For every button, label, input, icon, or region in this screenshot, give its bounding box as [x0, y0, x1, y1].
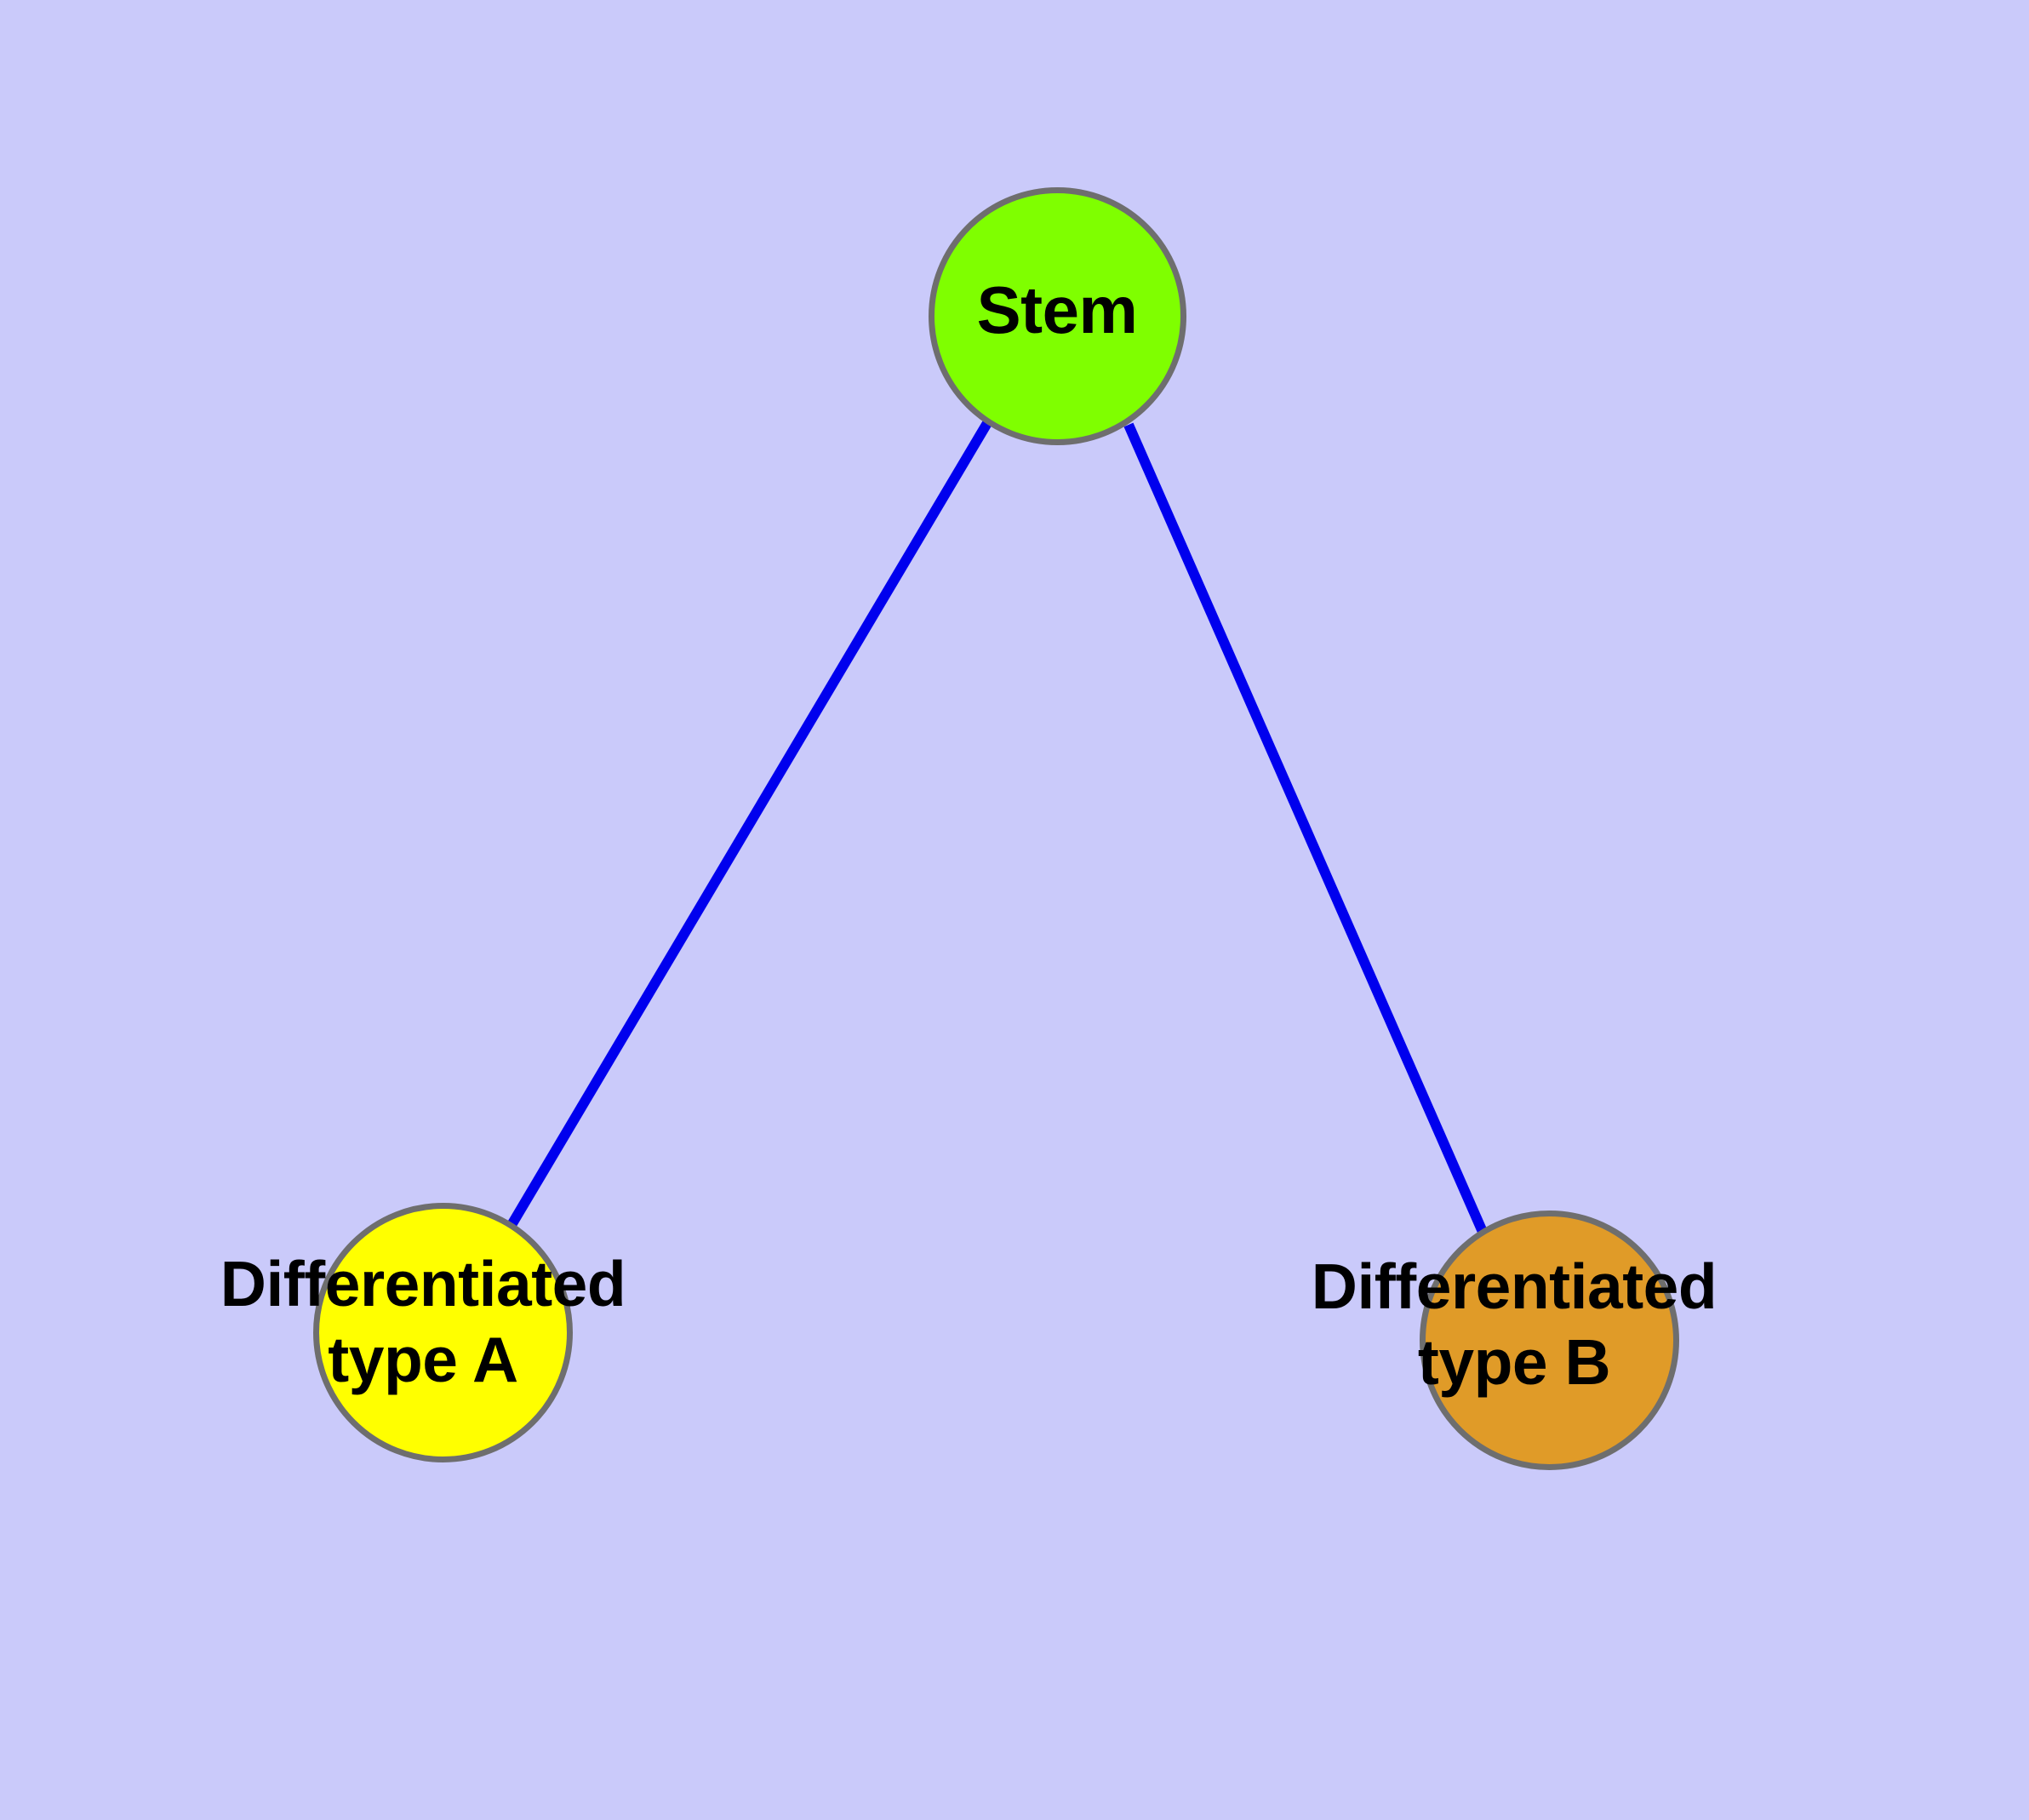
- node-stem[interactable]: [929, 187, 1186, 445]
- node-differentiated-type-b[interactable]: [1420, 1210, 1679, 1470]
- node-differentiated-type-a[interactable]: [313, 1203, 573, 1462]
- edge-stem-to-diff-b: [1123, 422, 1488, 1234]
- edge-stem-to-diff-a: [506, 420, 992, 1228]
